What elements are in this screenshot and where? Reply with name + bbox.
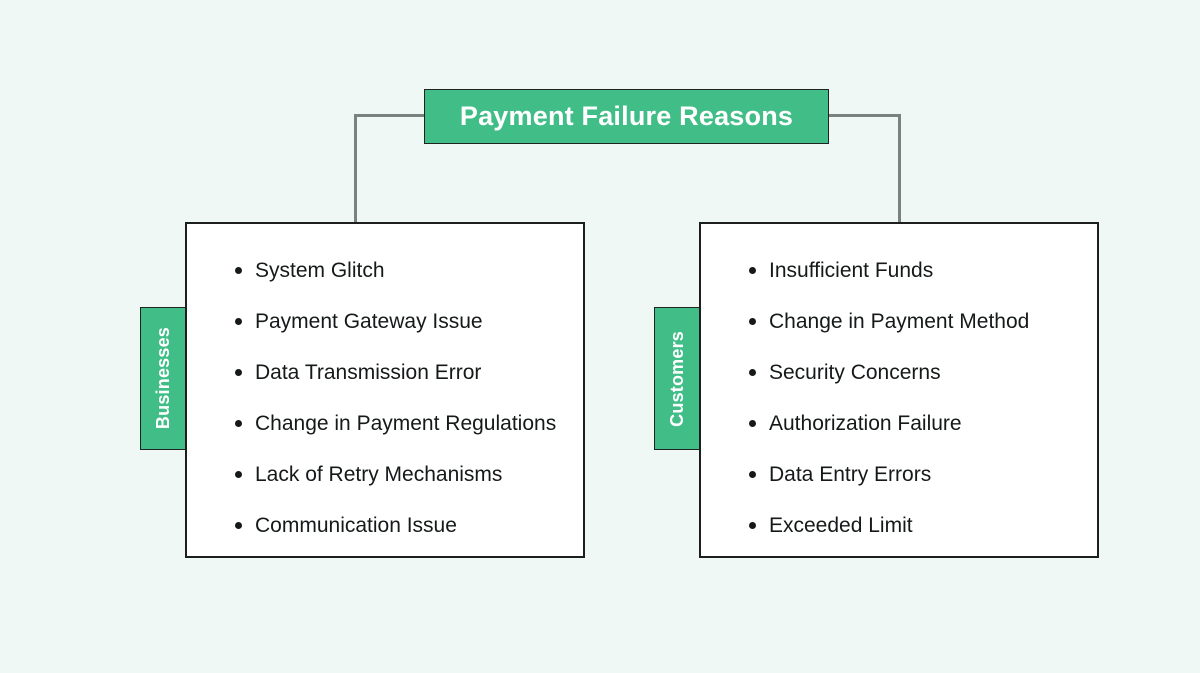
list-item-label: Change in Payment Method — [769, 310, 1030, 333]
list-item-label: System Glitch — [255, 259, 385, 282]
list-item: Insufficient Funds — [725, 245, 1089, 296]
list-item: Change in Payment Regulations — [211, 398, 575, 449]
list-item-label: Authorization Failure — [769, 412, 962, 435]
list-item-label: Insufficient Funds — [769, 259, 934, 282]
list-item-label: Payment Gateway Issue — [255, 310, 483, 333]
list-item: Security Concerns — [725, 347, 1089, 398]
list-item: System Glitch — [211, 245, 575, 296]
connector-left-horizontal — [354, 114, 426, 117]
list-item: Communication Issue — [211, 500, 575, 551]
list-item-label: Exceeded Limit — [769, 514, 913, 537]
customers-list: Insufficient Funds Change in Payment Met… — [725, 245, 1089, 551]
list-item: Payment Gateway Issue — [211, 296, 575, 347]
list-item: Lack of Retry Mechanisms — [211, 449, 575, 500]
connector-left-vertical — [354, 114, 357, 223]
branch-panel-customers: Insufficient Funds Change in Payment Met… — [699, 222, 1099, 558]
branch-tab-customers: Customers — [654, 307, 701, 450]
businesses-list: System Glitch Payment Gateway Issue Data… — [211, 245, 575, 551]
bullet-icon — [235, 369, 242, 376]
bullet-icon — [235, 267, 242, 274]
list-item: Data Transmission Error — [211, 347, 575, 398]
bullet-icon — [235, 420, 242, 427]
bullet-icon — [235, 471, 242, 478]
list-item-label: Data Entry Errors — [769, 463, 932, 486]
bullet-icon — [235, 522, 242, 529]
connector-right-vertical — [898, 114, 901, 223]
root-node-label: Payment Failure Reasons — [459, 101, 794, 131]
connector-right-horizontal — [827, 114, 901, 117]
list-item: Data Entry Errors — [725, 449, 1089, 500]
list-item: Exceeded Limit — [725, 500, 1089, 551]
list-item-label: Lack of Retry Mechanisms — [255, 463, 503, 486]
list-item-label: Change in Payment Regulations — [255, 412, 557, 435]
branch-tab-businesses: Businesses — [140, 307, 187, 450]
bullet-icon — [749, 267, 756, 274]
list-item: Change in Payment Method — [725, 296, 1089, 347]
list-item-label: Communication Issue — [255, 514, 457, 537]
bullet-icon — [749, 522, 756, 529]
bullet-icon — [749, 369, 756, 376]
bullet-icon — [749, 471, 756, 478]
list-item-label: Data Transmission Error — [255, 361, 482, 384]
branch-tab-customers-label: Customers — [667, 330, 687, 427]
bullet-icon — [749, 420, 756, 427]
list-item: Authorization Failure — [725, 398, 1089, 449]
bullet-icon — [749, 318, 756, 325]
list-item-label: Security Concerns — [769, 361, 941, 384]
root-node: Payment Failure Reasons — [424, 89, 829, 144]
branch-panel-businesses: System Glitch Payment Gateway Issue Data… — [185, 222, 585, 558]
branch-tab-businesses-label: Businesses — [153, 327, 173, 430]
bullet-icon — [235, 318, 242, 325]
